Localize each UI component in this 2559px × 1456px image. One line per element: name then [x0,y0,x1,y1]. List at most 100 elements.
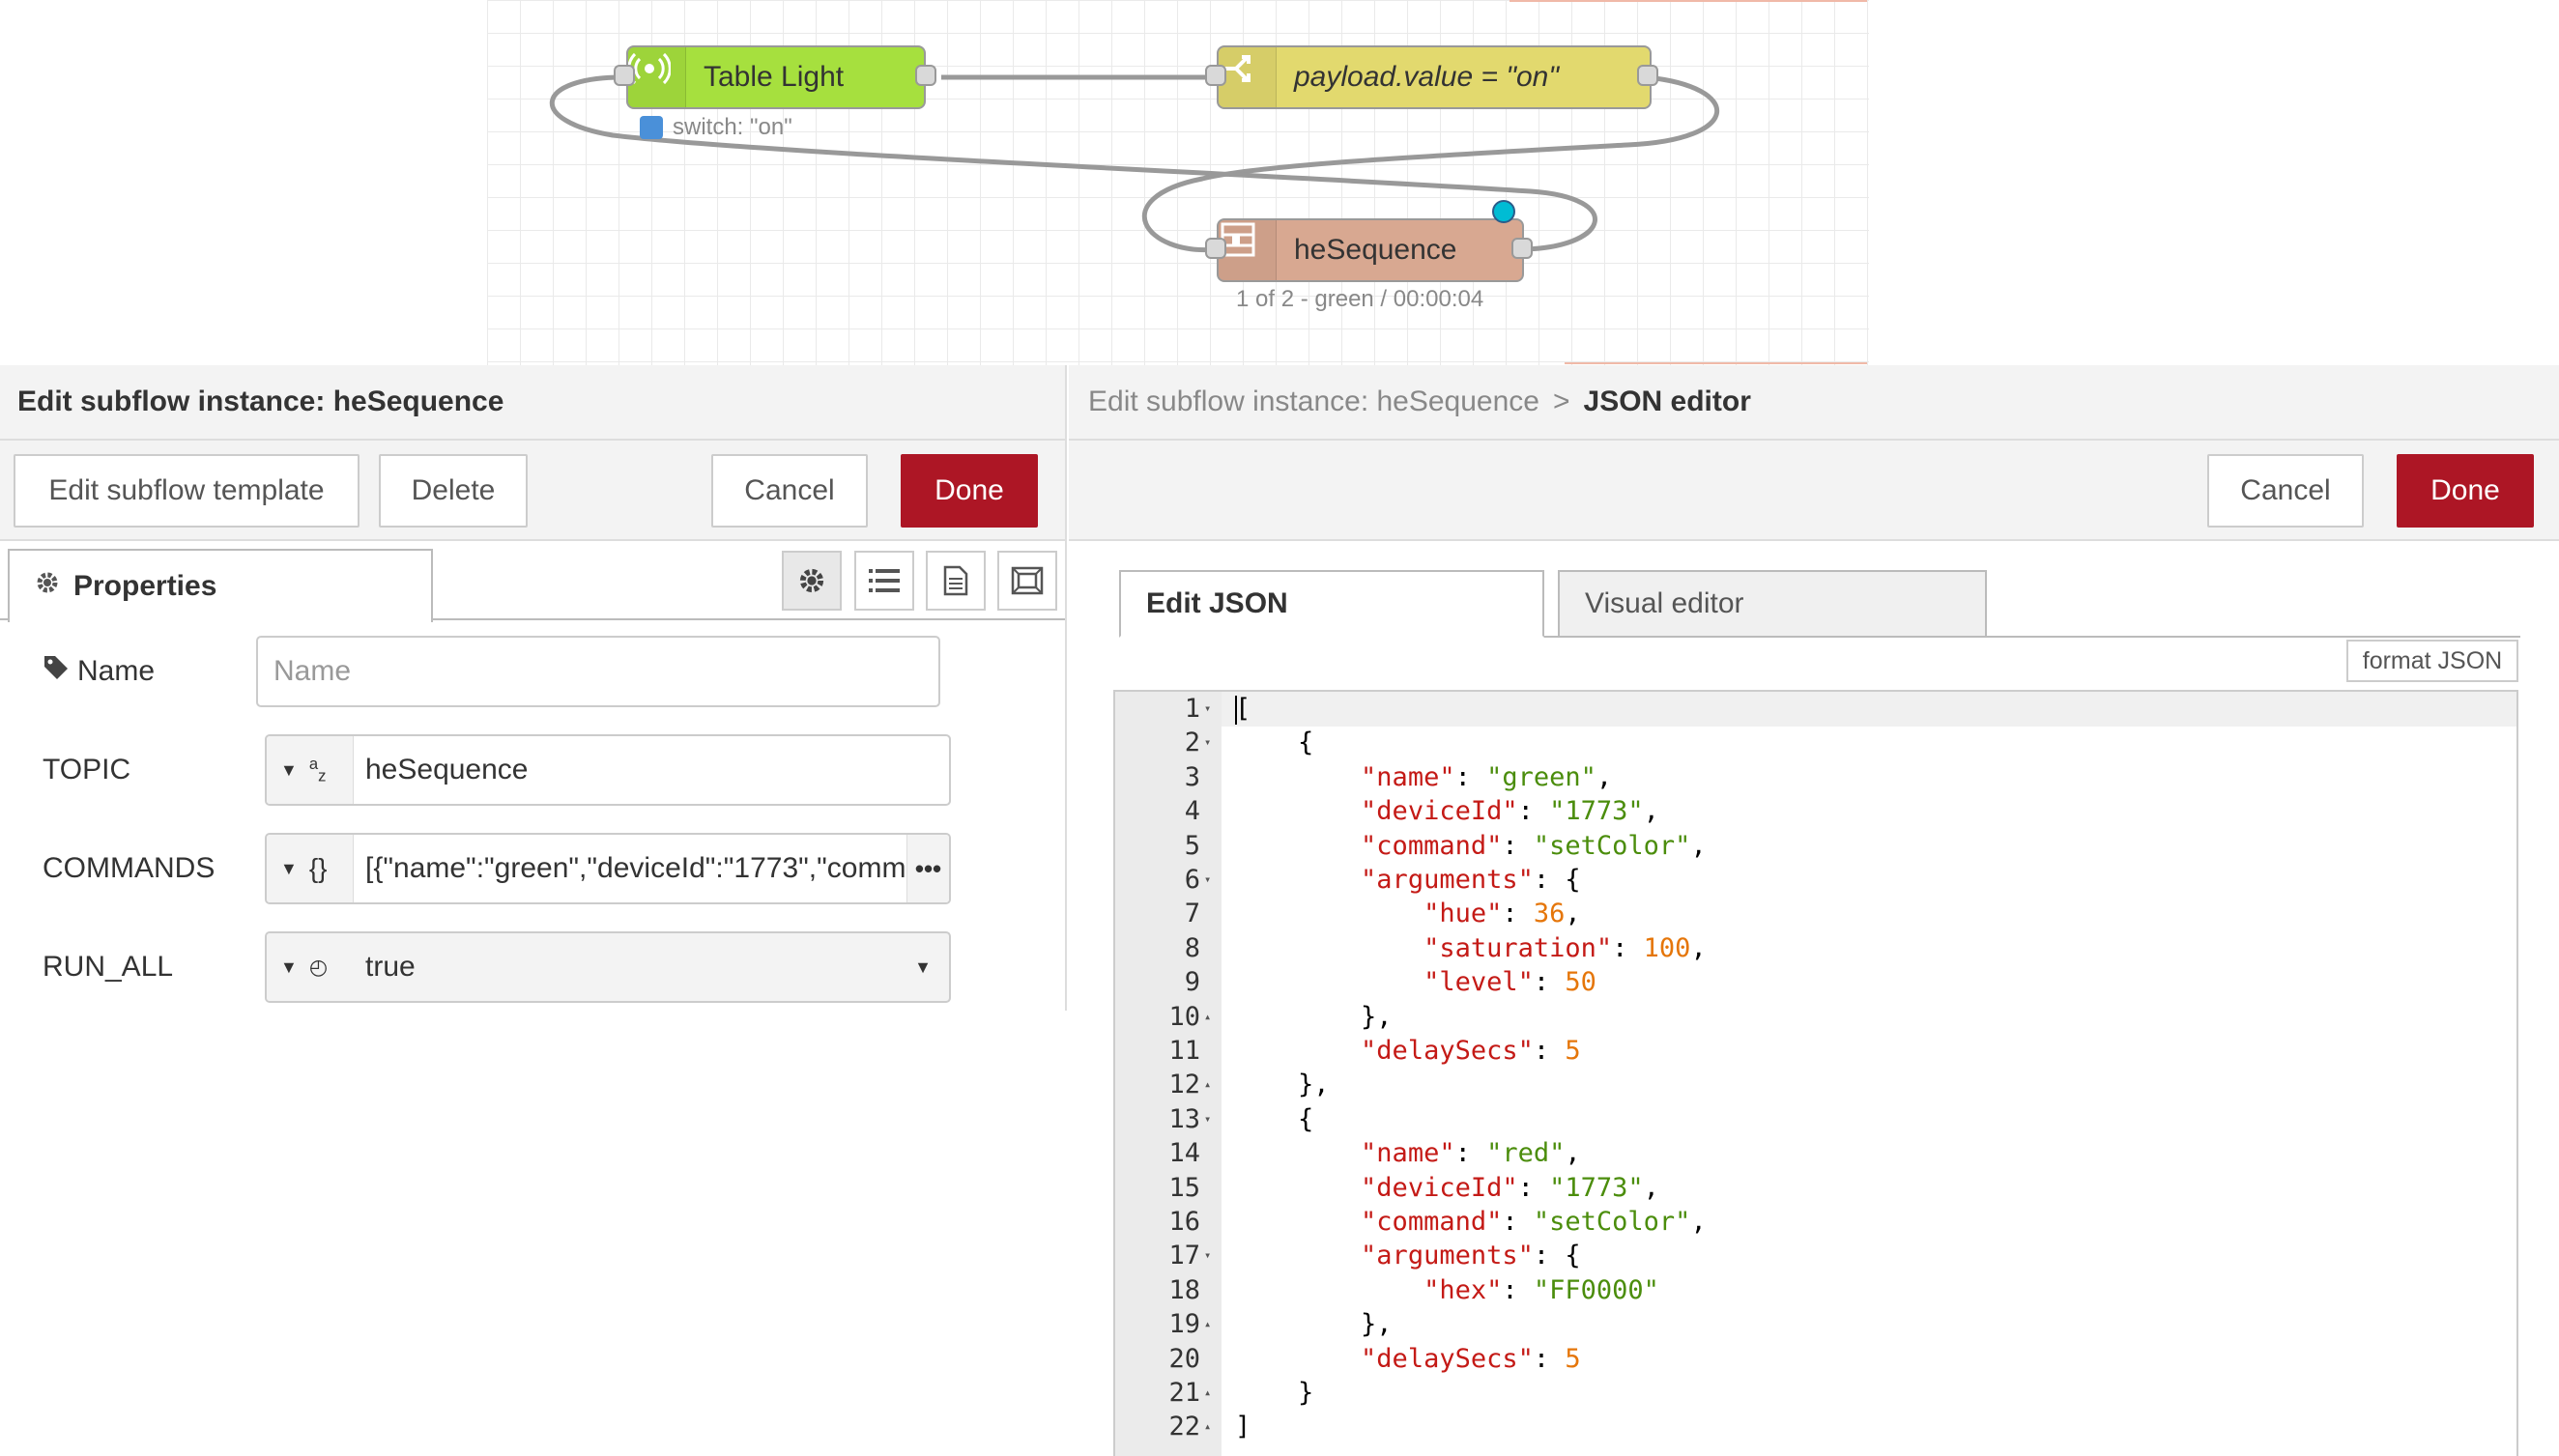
code-token: : [1533,1036,1566,1066]
line-number: 19 [1168,1309,1200,1340]
code-token [1235,1241,1361,1270]
done-button[interactable]: Done [2397,454,2534,528]
code-token: , [1690,1207,1707,1237]
fold-toggle-icon[interactable]: ▴ [1204,1317,1212,1331]
code-token: : [1502,1274,1534,1305]
done-button[interactable]: Done [901,454,1038,528]
input-port[interactable] [1205,65,1226,86]
fold-toggle-icon[interactable]: ▾ [1204,701,1212,715]
string-type-icon: az [308,754,327,785]
code-text: "deviceId": "1773", [1235,794,1659,828]
output-port[interactable] [915,65,936,86]
run-all-label: RUN_ALL [43,951,174,983]
code-text: "command": "setColor", [1235,829,1707,863]
tray-toolbar: Edit subflow template Delete Cancel Done [0,441,1065,541]
fold-toggle-icon[interactable]: ▴ [1204,1385,1212,1399]
code-text: "delaySecs": 5 [1235,1034,1581,1068]
json-code-editor[interactable]: 1▾[2▾ {3 "name": "green",4 "deviceId": "… [1113,690,2518,1456]
fold-toggle-icon[interactable]: ▾ [1204,735,1212,750]
code-token: 5 [1565,1036,1581,1066]
code-token: : [1533,1343,1566,1374]
line-number: 22 [1168,1412,1200,1442]
tab-settings-gear-icon[interactable] [782,551,842,611]
code-token: 36 [1533,899,1566,929]
code-token: : [1612,932,1644,963]
cancel-button[interactable]: Cancel [711,454,868,528]
code-line: 6▾ "arguments": { [1115,863,2516,897]
tab-appearance-icon[interactable] [997,551,1057,611]
edit-subflow-template-button[interactable]: Edit subflow template [14,454,359,528]
output-port[interactable] [1637,65,1658,86]
code-line: 7 "hue": 36, [1115,897,2516,930]
line-number: 12 [1168,1070,1200,1100]
topic-input[interactable]: ▼ az heSequence [265,734,951,806]
cancel-button[interactable]: Cancel [2207,454,2364,528]
line-number: 8 [1184,932,1200,963]
line-number: 1 [1184,694,1200,724]
format-json-button[interactable]: format JSON [2346,640,2518,682]
code-text: "level": 50 [1235,965,1596,999]
tab-visual-editor[interactable]: Visual editor [1558,570,1987,638]
changed-indicator [1492,200,1515,223]
code-token: }, [1235,1309,1393,1340]
fold-toggle-icon[interactable]: ▴ [1204,1009,1212,1023]
bool-type-icon: ◴ [308,955,329,979]
delete-button[interactable]: Delete [379,454,528,528]
fold-toggle-icon[interactable]: ▾ [1204,1111,1212,1126]
code-token: "name" [1361,1138,1455,1169]
node-switch[interactable]: payload.value = "on" [1217,45,1652,109]
type-select[interactable]: ▼ ◴ [267,933,354,1001]
line-number: 2 [1184,728,1200,758]
code-line: 22▴] [1115,1410,2516,1443]
code-token: "green" [1486,761,1596,792]
line-number: 18 [1168,1274,1200,1305]
output-port[interactable] [1511,238,1533,259]
code-token: }, [1235,1070,1330,1100]
tab-edit-json[interactable]: Edit JSON [1119,570,1544,638]
run-all-select[interactable]: ▼ ◴ true ▼ [265,931,951,1003]
type-select[interactable]: ▼ az [267,736,354,804]
code-token: "setColor" [1533,830,1691,861]
input-port[interactable] [1205,238,1226,259]
node-status: switch: "on" [673,114,792,140]
fold-toggle-icon[interactable]: ▴ [1204,1077,1212,1092]
code-text: "hex": "FF0000" [1235,1273,1659,1307]
code-token: , [1690,830,1707,861]
code-token: { [1235,1103,1314,1134]
code-token: "level" [1423,967,1534,998]
name-input[interactable]: Name [256,636,940,707]
code-token: "red" [1486,1138,1566,1169]
code-line: 14 "name": "red", [1115,1136,2516,1170]
fold-toggle-icon[interactable]: ▴ [1204,1419,1212,1434]
code-line: 18 "hex": "FF0000" [1115,1273,2516,1307]
code-text: [ [1235,692,1251,726]
input-port[interactable] [614,65,635,86]
flow-canvas[interactable]: Table Light switch: "on" payload.value =… [487,0,1869,365]
expand-editor-button[interactable]: ••• [906,835,949,902]
json-type-icon: {} [308,853,328,883]
tray-toolbar: Cancel Done [1069,441,2559,541]
code-text: { [1235,726,1313,759]
breadcrumb-parent[interactable]: Edit subflow instance: heSequence [1088,385,1539,417]
tab-description-icon[interactable] [926,551,986,611]
switch-icon [1219,47,1277,107]
commands-input[interactable]: ▼ {} [{"name":"green","deviceId":"1773",… [265,833,951,904]
code-token: "name" [1361,761,1455,792]
fold-toggle-icon[interactable]: ▾ [1204,1248,1212,1263]
fold-toggle-icon[interactable]: ▾ [1204,872,1212,886]
code-token [1235,1036,1361,1066]
tray-header: Edit subflow instance: heSequence > JSON… [1069,365,2559,441]
tab-list-icon[interactable] [854,551,914,611]
node-table-light[interactable]: Table Light [626,45,926,109]
code-text: "delaySecs": 5 [1235,1342,1581,1376]
tab-properties[interactable]: Properties [8,549,433,622]
type-select[interactable]: ▼ {} [267,835,354,902]
broadcast-icon [628,47,686,107]
code-token: : [1533,967,1566,998]
code-token: : { [1533,1241,1581,1271]
code-text: }, [1235,1307,1393,1341]
node-hesequence[interactable]: heSequence [1217,218,1524,282]
code-token: : [1517,1172,1550,1203]
node-label: payload.value = "on" [1294,61,1559,93]
code-line: 16 "command": "setColor", [1115,1205,2516,1239]
